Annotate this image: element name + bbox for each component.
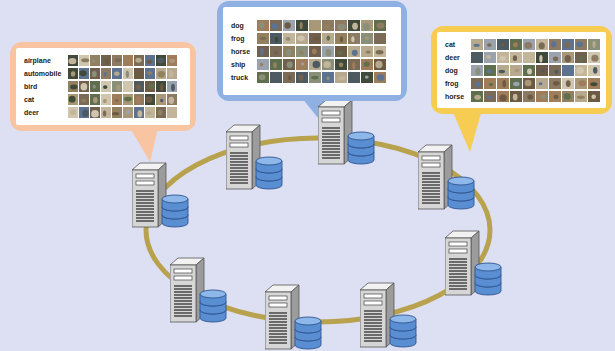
class-list: airplaneautomobilebirdcatdeer <box>24 54 61 119</box>
class-list: catdeerdogfroghorse <box>445 38 464 103</box>
class-label: deer <box>24 106 61 119</box>
class-label: horse <box>231 45 250 58</box>
class-list: dogfroghorseshiptruck <box>231 19 250 84</box>
class-label: horse <box>445 90 464 103</box>
image-panel: dogfroghorseshiptruck <box>223 7 401 95</box>
image-panel: catdeerdogfroghorse <box>437 32 606 108</box>
class-label: cat <box>24 93 61 106</box>
class-label: frog <box>445 77 464 90</box>
server <box>445 231 501 295</box>
class-label: bird <box>24 80 61 93</box>
server <box>265 285 321 349</box>
image-thumbnails <box>471 38 601 103</box>
callout-box: dogfroghorseshiptruck <box>217 1 407 101</box>
server <box>226 125 282 189</box>
class-label: cat <box>445 38 464 51</box>
class-label: automobile <box>24 67 61 80</box>
server <box>170 258 226 322</box>
class-label: deer <box>445 51 464 64</box>
callout-tail <box>452 110 482 152</box>
callout-box: airplaneautomobilebirdcatdeer <box>10 42 196 131</box>
callout-tail <box>130 128 158 162</box>
image-panel: airplaneautomobilebirdcatdeer <box>16 48 190 125</box>
image-thumbnails <box>68 54 178 119</box>
class-label: ship <box>231 58 250 71</box>
server <box>132 163 188 227</box>
ring <box>146 138 490 322</box>
callout-box: catdeerdogfroghorse <box>431 26 612 114</box>
class-label: airplane <box>24 54 61 67</box>
server <box>360 283 416 347</box>
class-label: truck <box>231 71 250 84</box>
class-label: dog <box>445 64 464 77</box>
image-thumbnails <box>257 19 387 84</box>
class-label: dog <box>231 19 250 32</box>
server <box>418 145 474 209</box>
class-label: frog <box>231 32 250 45</box>
server <box>318 100 374 164</box>
